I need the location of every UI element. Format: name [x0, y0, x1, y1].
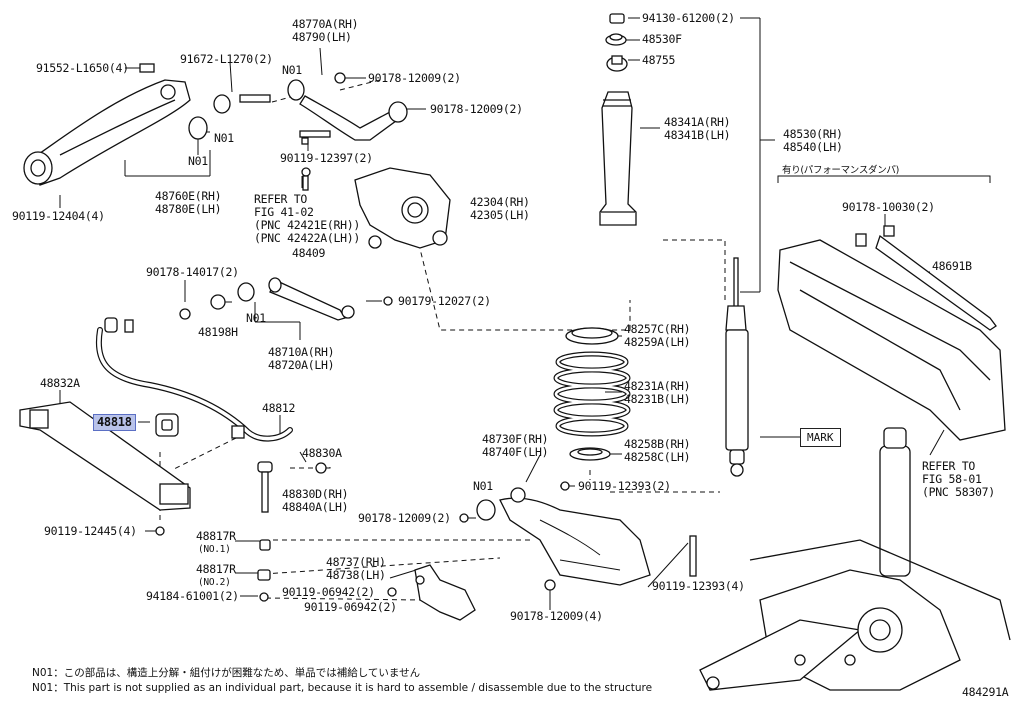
- label-91552: 91552-L1650(4): [36, 61, 129, 75]
- label-no1: (NO.1): [198, 544, 231, 555]
- label-90119-06942-b: 90119-06942(2): [304, 600, 397, 614]
- label-48198h: 48198H: [198, 325, 238, 339]
- label-48258b: 48258B(RH)48258C(LH): [624, 437, 691, 464]
- label-90119-12445: 90119-12445(4): [44, 524, 137, 538]
- label-48257c: 48257C(RH)48259A(LH): [624, 322, 691, 349]
- label-48341a: 48341A(RH)48341B(LH): [664, 115, 731, 142]
- label-n01-arm-a: N01: [214, 131, 234, 145]
- label-91672: 91672-L1270(2): [180, 52, 273, 66]
- label-n01-top: N01: [282, 63, 302, 77]
- note-english: N01：This part is not supplied as an indi…: [32, 682, 653, 694]
- label-48530f: 48530F: [642, 32, 682, 46]
- label-48817r-no1: 48817R: [196, 529, 236, 543]
- label-90119-12404: 90119-12404(4): [12, 209, 105, 223]
- label-48691b: 48691B: [932, 259, 972, 273]
- label-48812: 48812: [262, 401, 296, 415]
- label-48818-highlighted[interactable]: 48818: [93, 414, 136, 431]
- label-no2: (NO.2): [198, 577, 231, 588]
- label-48770a: 48770A(RH)48790(LH): [292, 17, 359, 44]
- label-48832a: 48832A: [40, 376, 80, 390]
- label-90178-12009-c: 90178-12009(2): [358, 511, 451, 525]
- label-n01-lower: N01: [473, 479, 493, 493]
- label-90178-12009-b: 90178-12009(2): [430, 102, 523, 116]
- label-94130-61200: 94130-61200(2): [642, 11, 735, 25]
- label-90178-12009-a: 90178-12009(2): [368, 71, 461, 85]
- label-90179-12027: 90179-12027(2): [398, 294, 491, 308]
- label-n01-arm-b: N01: [188, 154, 208, 168]
- label-90119-12397: 90119-12397(2): [280, 151, 373, 165]
- label-48817r-no2: 48817R: [196, 562, 236, 576]
- label-94184-61001: 94184-61001(2): [146, 589, 239, 603]
- diagram-id: 484291A: [962, 685, 1009, 699]
- label-n01-link: N01: [246, 311, 266, 325]
- label-48730f: 48730F(RH)48740F(LH): [482, 432, 549, 459]
- label-90178-12009-d: 90178-12009(4): [510, 609, 603, 623]
- label-performance-damper: 有り(パフォーマンスダンパ): [782, 165, 900, 176]
- label-90178-14017: 90178-14017(2): [146, 265, 239, 279]
- label-48830d: 48830D(RH)48840A(LH): [282, 487, 349, 514]
- label-90178-10030: 90178-10030(2): [842, 200, 935, 214]
- label-90119-12393-b: 90119-12393(4): [652, 579, 745, 593]
- note-japanese: N01：この部品は、構造上分解・組付けが困難なため、単品では補給していません: [32, 667, 421, 679]
- label-48755: 48755: [642, 53, 676, 67]
- label-48710a: 48710A(RH)48720A(LH): [268, 345, 335, 372]
- label-42304: 42304(RH)42305(LH): [470, 195, 530, 222]
- label-48530: 48530(RH)48540(LH): [783, 127, 843, 154]
- mark-box: MARK: [800, 428, 841, 447]
- label-90119-12393-a: 90119-12393(2): [578, 479, 671, 493]
- label-48830a: 48830A: [302, 446, 342, 460]
- label-48409: 48409: [292, 246, 326, 260]
- label-90119-06942-a: 90119-06942(2): [282, 585, 375, 599]
- label-48231a: 48231A(RH)48231B(LH): [624, 379, 691, 406]
- label-48760e: 48760E(RH)48780E(LH): [155, 189, 222, 216]
- label-48737: 48737(RH)48738(LH): [326, 555, 386, 582]
